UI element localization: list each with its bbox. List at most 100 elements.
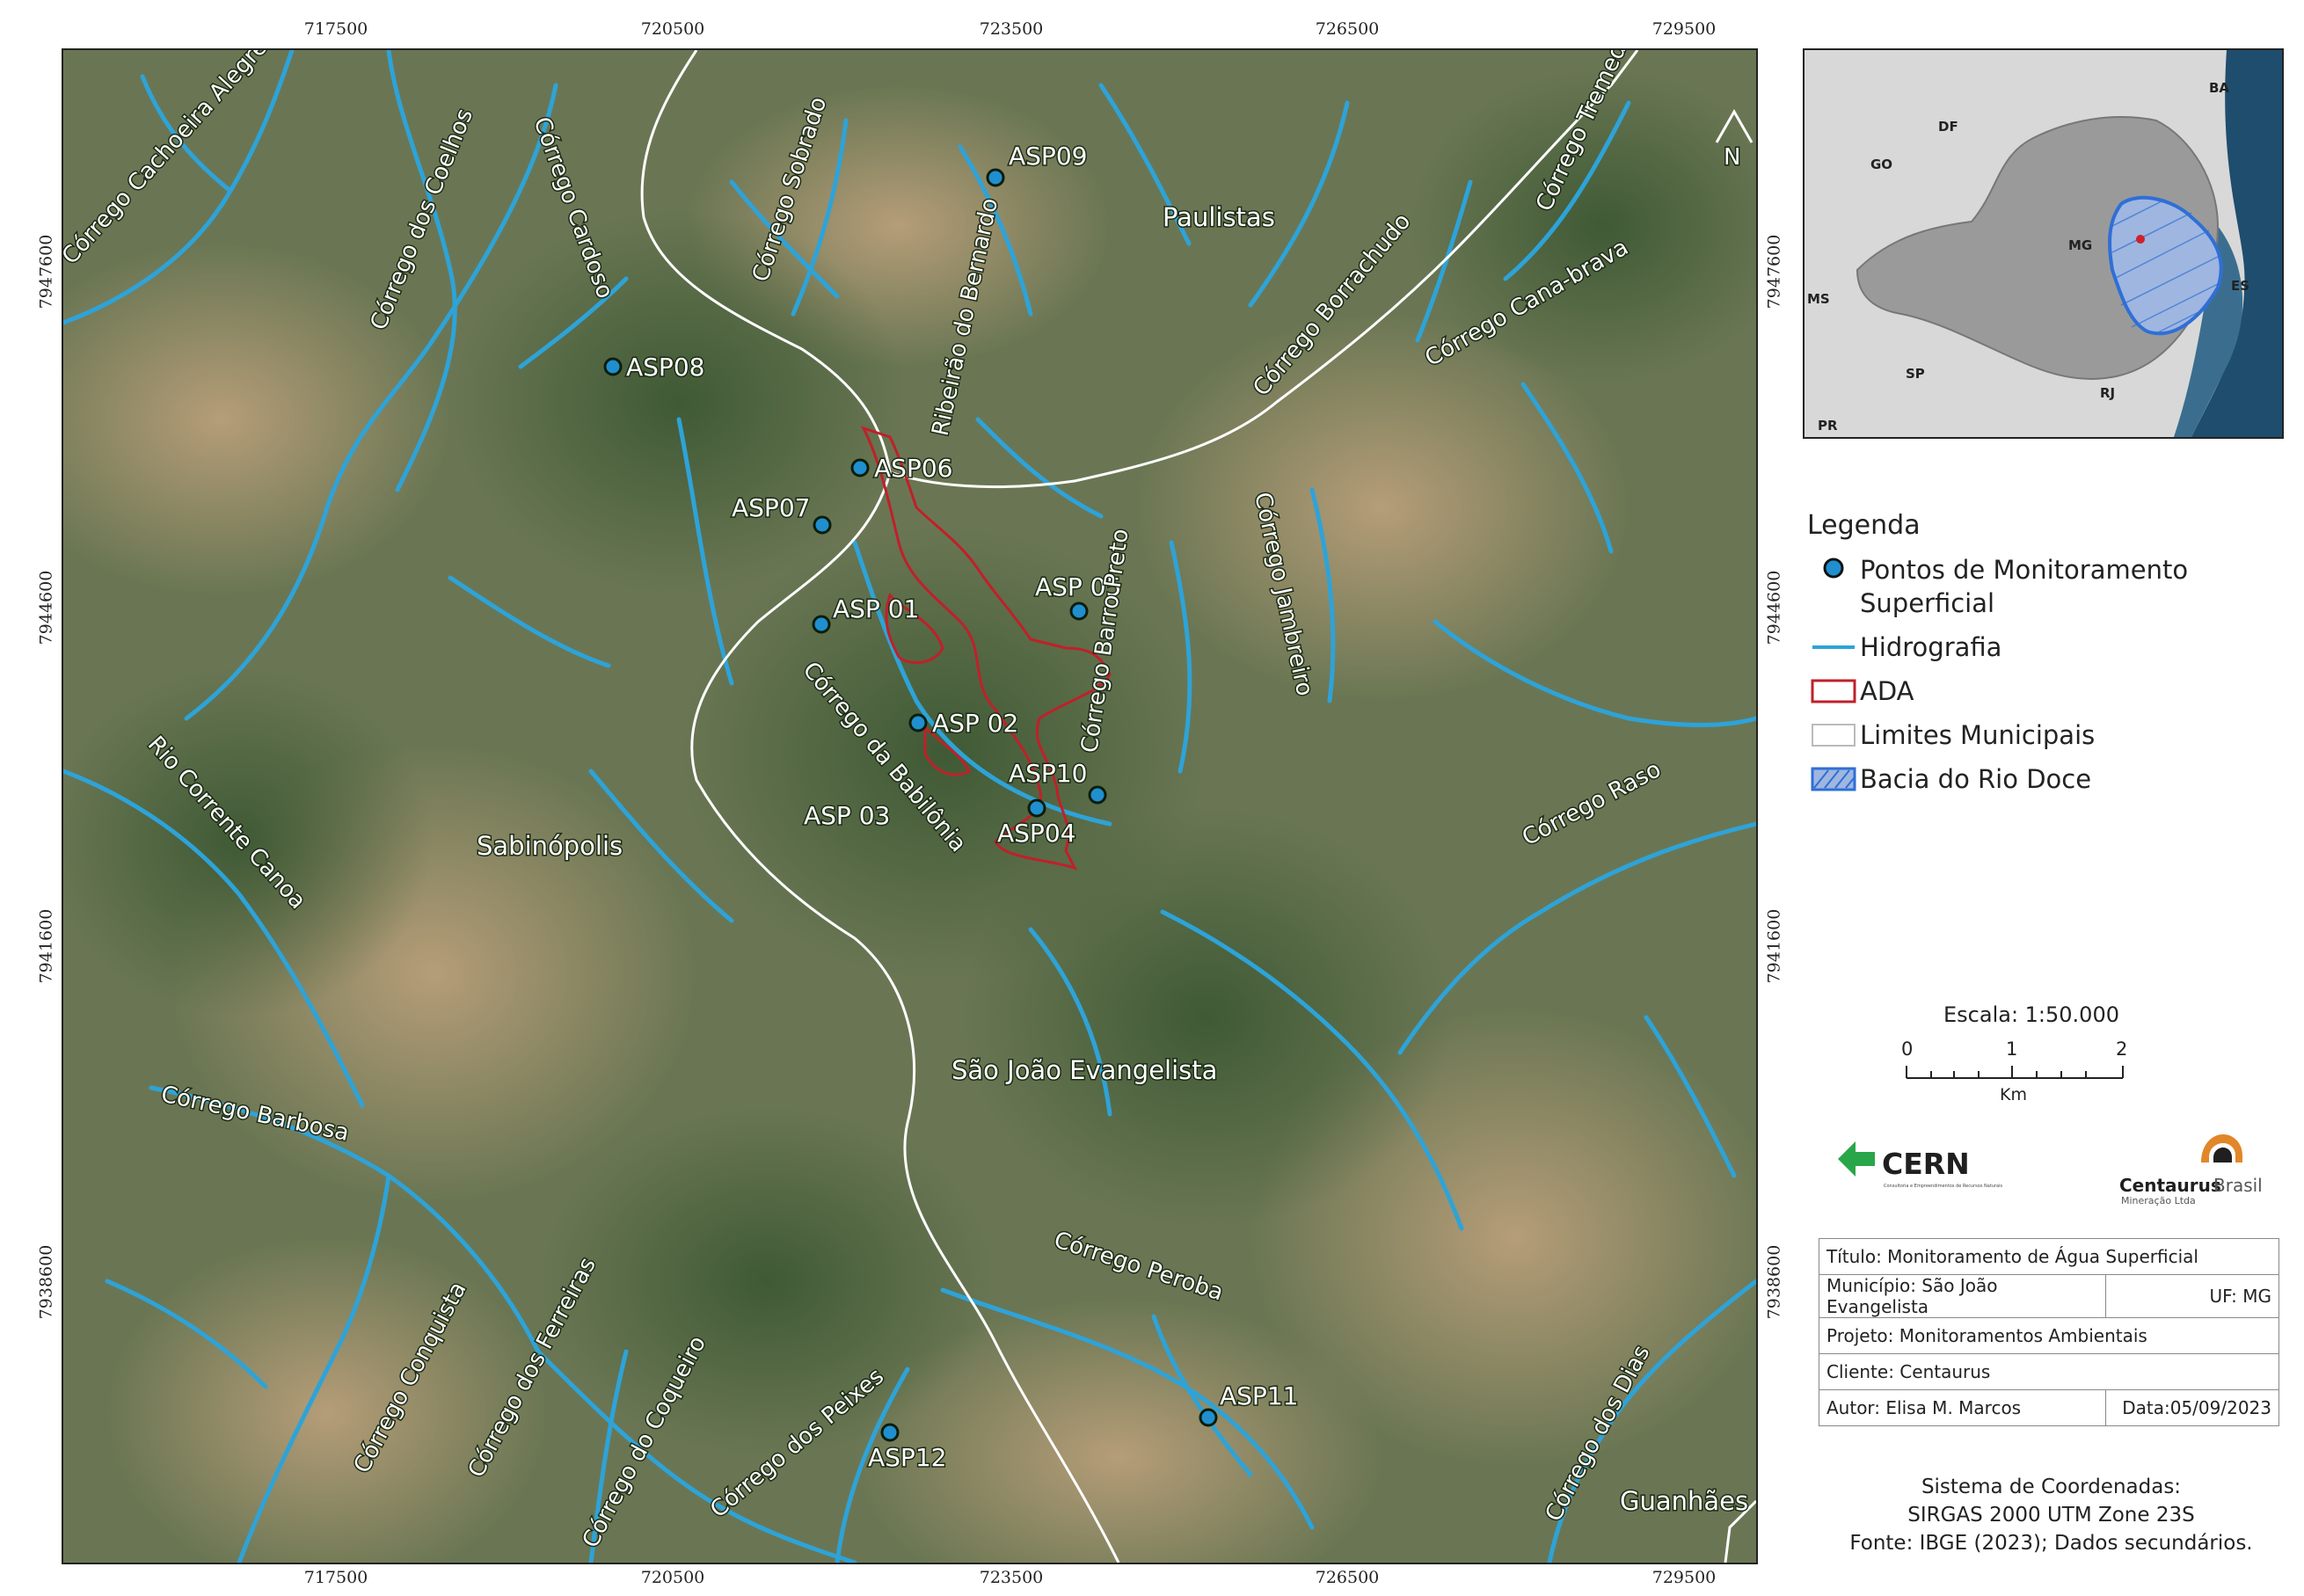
- y-tick-left-3: 7941600: [36, 908, 56, 984]
- legend-item-points: Pontos de Monitoramento Superficial: [1807, 553, 2282, 620]
- legend-symbol-limits: [1807, 718, 1860, 748]
- info-row-municipio: Município: São João Evangelista UF: MG: [1819, 1274, 2279, 1318]
- label-asp01: ASP 01: [833, 594, 919, 623]
- scale-title: Escala: 1:50.000: [1943, 1002, 2119, 1027]
- inset-bacia-rio-doce: [2108, 195, 2223, 336]
- scale-unit: Km: [2000, 1085, 2027, 1104]
- centaurus-logo: Centaurus Brasil Mineração Ltda: [2119, 1134, 2263, 1206]
- info-titulo: Título: Monitoramento de Água Superficia…: [1819, 1238, 2279, 1275]
- legend-label-points-1: Pontos de Monitoramento: [1860, 555, 2189, 585]
- point-asp05[interactable]: [1069, 601, 1089, 621]
- x-tick-bottom-5: 729500: [1651, 1568, 1717, 1587]
- scale-graphic: 0 1 2 Km: [1901, 1038, 2127, 1104]
- place-sao-joao-evangelista: São João Evangelista: [951, 1055, 1217, 1085]
- label-asp02: ASP 02: [932, 709, 1018, 738]
- centaurus-logo-icon: [2201, 1134, 2242, 1162]
- x-tick-bottom-3: 723500: [979, 1568, 1044, 1587]
- inset-project-location: [2136, 235, 2145, 244]
- centaurus-logo-text-2: Brasil: [2213, 1175, 2263, 1196]
- cern-logo-text: CERN: [1882, 1147, 1970, 1181]
- inset-mg: [1856, 116, 2220, 380]
- legend-item-basin: Bacia do Rio Doce: [1807, 762, 2282, 796]
- inset-label-sp: SP: [1906, 366, 1925, 382]
- cern-logo-sub: Consultoria e Empreendimentos de Recurso…: [1884, 1184, 2002, 1189]
- coords-line-2: SIRGAS 2000 UTM Zone 23S: [1907, 1504, 2195, 1527]
- scale-label-1: 1: [2006, 1038, 2017, 1060]
- y-tick-right-1: 7947600: [1764, 234, 1784, 310]
- x-tick-top-3: 723500: [979, 19, 1044, 39]
- inset-label-df: DF: [1938, 119, 1958, 135]
- centaurus-logo-text: Centaurus: [2119, 1175, 2221, 1196]
- inset-label-ms: MS: [1807, 291, 1830, 307]
- y-tick-left-4: 7938600: [36, 1244, 56, 1320]
- point-asp01[interactable]: [812, 615, 831, 634]
- main-map[interactable]: ASP09 ASP08 ASP06 ASP07 ASP 01 ASP 05 AS…: [62, 48, 1758, 1564]
- ada-area: [861, 426, 1112, 871]
- label-asp11: ASP11: [1220, 1381, 1298, 1410]
- cern-logo-icon: [1838, 1141, 1875, 1177]
- x-tick-bottom-2: 720500: [640, 1568, 705, 1587]
- terrain-texture: [63, 68, 1756, 1563]
- legend-symbol-point: [1807, 553, 1860, 583]
- municipal-limits: [640, 50, 1756, 1563]
- place-paulistas: Paulistas: [1163, 202, 1275, 232]
- point-asp09[interactable]: [986, 168, 1005, 187]
- legend-label-limits: Limites Municipais: [1860, 720, 2096, 750]
- info-uf: UF: MG: [2105, 1274, 2279, 1318]
- point-asp02[interactable]: [908, 713, 928, 732]
- label-asp04: ASP04: [997, 819, 1075, 848]
- coords-line-1: Sistema de Coordenadas:: [1921, 1476, 2182, 1498]
- label-asp07: ASP07: [732, 493, 810, 522]
- y-tick-left-1: 7947600: [36, 234, 56, 310]
- info-cliente: Cliente: Centaurus: [1819, 1353, 2279, 1390]
- centaurus-logo-sub: Mineração Ltda: [2121, 1195, 2196, 1206]
- legend-item-limits: Limites Municipais: [1807, 718, 2282, 752]
- legend-item-hydro: Hidrografia: [1807, 630, 2282, 664]
- point-asp04[interactable]: [1027, 798, 1046, 818]
- hydrography: [63, 50, 1756, 1563]
- inset-map[interactable]: BA GO DF MG ES MS SP RJ PR: [1803, 48, 2284, 439]
- cern-logo: CERN Consultoria e Empreendimentos de Re…: [1838, 1141, 2002, 1189]
- info-autor: Autor: Elisa M. Marcos: [1819, 1389, 2106, 1426]
- point-asp12[interactable]: [880, 1423, 900, 1442]
- place-labels: Paulistas Sabinópolis São João Evangelis…: [476, 201, 1750, 1518]
- y-tick-right-4: 7938600: [1764, 1244, 1784, 1320]
- north-label: N: [1724, 144, 1740, 171]
- point-asp06[interactable]: [850, 458, 870, 477]
- info-projeto: Projeto: Monitoramentos Ambientais: [1819, 1317, 2279, 1354]
- inset-label-rj: RJ: [2100, 385, 2115, 401]
- legend-title: Legenda: [1807, 510, 1921, 541]
- label-asp03: ASP 03: [804, 801, 890, 830]
- logos: CERN Consultoria e Empreendimentos de Re…: [1829, 1126, 2286, 1213]
- y-tick-right-3: 7941600: [1764, 908, 1784, 984]
- inset-label-mg: MG: [2068, 237, 2092, 253]
- label-asp08: ASP08: [626, 353, 704, 382]
- x-tick-top-5: 729500: [1651, 19, 1717, 39]
- monitoring-points: [603, 168, 1218, 1442]
- label-asp09: ASP09: [1009, 142, 1087, 171]
- point-labels: ASP09 ASP08 ASP06 ASP07 ASP 01 ASP 05 AS…: [625, 141, 1300, 1474]
- legend: Legenda Pontos de Monitoramento Superfic…: [1807, 510, 2282, 806]
- coordinate-system-note: Sistema de Coordenadas: SIRGAS 2000 UTM …: [1812, 1473, 2291, 1557]
- scale-bar: Escala: 1:50.000 0 1 2 Km: [1891, 1002, 2190, 1117]
- label-asp10: ASP10: [1009, 759, 1087, 788]
- legend-symbol-basin: [1807, 762, 1860, 792]
- info-municipio: Município: São João Evangelista: [1819, 1274, 2106, 1318]
- point-asp10[interactable]: [1088, 785, 1107, 805]
- y-tick-left-2: 7944600: [36, 570, 56, 645]
- point-asp07[interactable]: [813, 515, 832, 535]
- scale-label-2: 2: [2116, 1038, 2127, 1060]
- x-tick-top-2: 720500: [640, 19, 705, 39]
- point-asp08[interactable]: [603, 357, 623, 376]
- label-asp05: ASP 05: [1035, 572, 1121, 601]
- legend-symbol-line: [1807, 630, 1860, 660]
- info-row-projeto: Projeto: Monitoramentos Ambientais: [1819, 1317, 2279, 1354]
- x-tick-bottom-4: 726500: [1315, 1568, 1380, 1587]
- point-asp11[interactable]: [1199, 1408, 1218, 1427]
- info-data: Data:05/09/2023: [2105, 1389, 2279, 1426]
- info-row-titulo: Título: Monitoramento de Água Superficia…: [1819, 1238, 2279, 1275]
- info-table: Título: Monitoramento de Água Superficia…: [1819, 1238, 2279, 1426]
- inset-label-go: GO: [1870, 157, 1892, 172]
- x-tick-top-1: 717500: [303, 19, 368, 39]
- inset-label-ba: BA: [2209, 80, 2229, 96]
